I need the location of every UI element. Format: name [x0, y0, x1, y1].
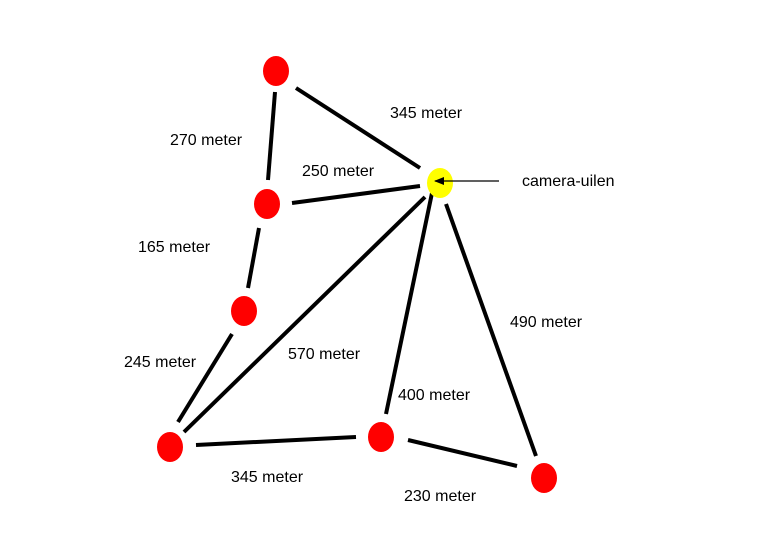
camera-annotation: camera-uilen [434, 173, 614, 190]
label-bottom-left-camera: 570 meter [288, 346, 361, 363]
label-top-camera: 345 meter [390, 105, 463, 122]
label-upper-left-camera: 250 meter [302, 163, 375, 180]
label-upper-left-middle-left: 165 meter [138, 239, 211, 256]
node-bottom-middle [368, 422, 394, 452]
label-middle-left-bottom-left: 245 meter [124, 354, 197, 371]
edges [176, 86, 538, 468]
label-bottom-right-camera: 490 meter [510, 314, 583, 331]
node-middle-left [231, 296, 257, 326]
node-upper-left [254, 189, 280, 219]
edge-bottom-middle-bottom-right [407, 438, 518, 468]
edge-middle-left-bottom-left [176, 332, 234, 424]
annotation-label: camera-uilen [522, 173, 614, 190]
node-top [263, 56, 289, 86]
edge-bottom-left-bottom-middle [195, 435, 357, 447]
label-top-upper-left: 270 meter [170, 132, 243, 149]
node-bottom-left [157, 432, 183, 462]
edge-labels: 345 meter 270 meter 250 meter 165 meter … [124, 105, 583, 505]
edge-top-camera [294, 86, 422, 170]
edge-upper-left-middle-left [246, 227, 261, 289]
label-bottom-left-bottom-middle: 345 meter [231, 469, 304, 486]
edge-bottom-right-camera [444, 203, 538, 457]
edge-top-upper-left [266, 91, 277, 181]
node-bottom-right [531, 463, 557, 493]
label-bottom-middle-bottom-right: 230 meter [404, 488, 477, 505]
nodes [157, 56, 557, 493]
edge-bottom-left-camera [182, 195, 427, 434]
label-bottom-middle-camera: 400 meter [398, 387, 471, 404]
edge-bottom-middle-camera [384, 192, 434, 415]
edge-upper-left-camera [291, 184, 421, 205]
node-camera [427, 168, 453, 198]
